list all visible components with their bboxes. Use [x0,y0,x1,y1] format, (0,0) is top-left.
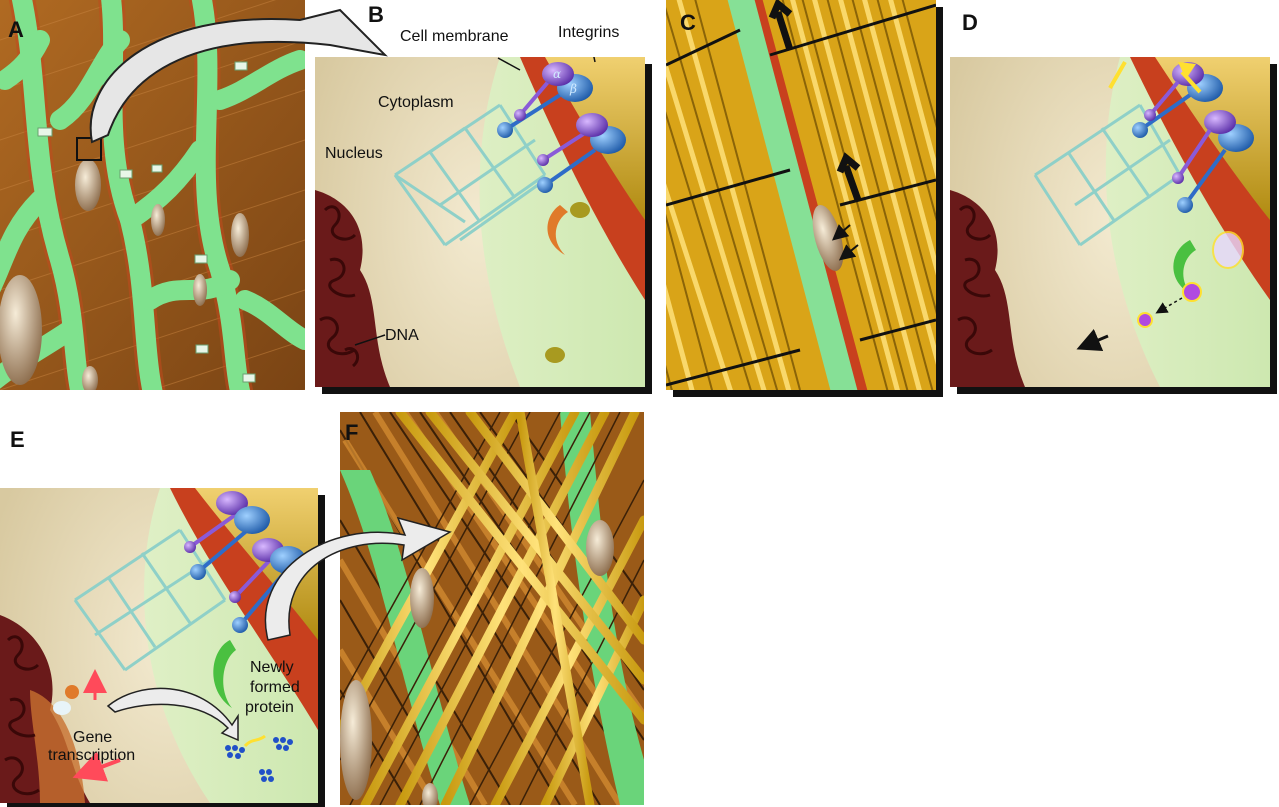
dna-label: DNA [385,327,419,344]
panel-c-letter: C [680,10,696,35]
integrin-alpha-symbol: α [553,67,561,81]
nucleus-label: Nucleus [325,145,383,162]
integrins-label: Integrins [558,24,619,41]
panel-d [950,57,1270,387]
panel-f-letter: F [345,420,358,445]
panel-f [340,412,644,805]
panel-e: Gene transcription Newly formed protein [0,488,318,803]
cytoplasm-label: Cytoplasm [378,94,454,111]
newly-formed-protein-label-line3: protein [245,699,294,716]
panel-d-letter: D [962,10,978,35]
gene-transcription-label-line2: transcription [48,747,135,764]
panel-e-letter: E [10,427,25,452]
integrin-beta-symbol: β [569,82,577,96]
arrow-e-to-f [264,516,452,641]
panel-c [666,0,936,390]
panel-a-letter: A [8,17,24,42]
newly-formed-protein-label-line1: Newly [250,659,294,676]
newly-formed-protein-label-line2: formed [250,679,300,696]
panel-b-letter: B [368,2,384,27]
magnify-arrow-a-to-b [89,8,388,144]
gene-transcription-label-line1: Gene [73,729,112,746]
panel-b: α β Cytoplasm Nucleus DNA [315,57,645,387]
cell-membrane-label: Cell membrane [400,28,509,45]
